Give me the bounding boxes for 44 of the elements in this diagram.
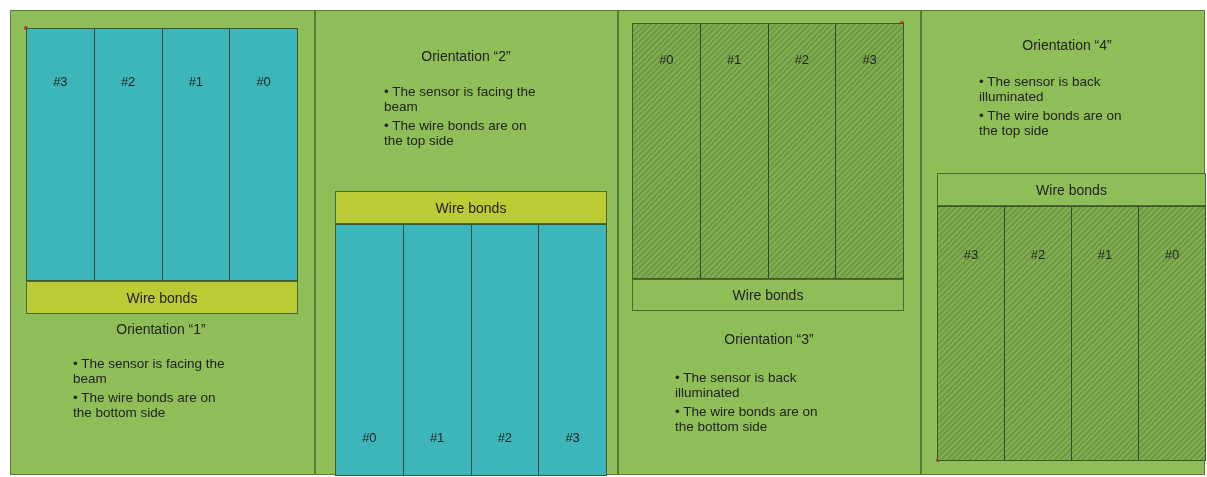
sensor-drawing [937,206,1206,461]
orientation-heading: Orientation “2” [420,48,512,64]
orientation-heading: Orientation “4” [1021,37,1113,53]
bar-label: Wire bonds [732,287,804,303]
strip-label: #1 [429,430,445,445]
wire-bonds-bar [632,279,904,311]
panel [10,10,315,475]
bullet-text: • The sensor is facing the beam [73,356,226,386]
bar-label: Wire bonds [435,199,507,216]
orientation-heading: Orientation “3” [723,331,815,347]
strip-label: #3 [963,247,979,262]
bar-label: Wire bonds [126,289,198,306]
strip-label: #3 [53,74,68,89]
strip-label: #2 [794,52,810,67]
bullet-text: • The sensor is facing the beam [384,84,537,114]
panel [315,10,618,475]
bullet-text: • The wire bonds are on the bottom side [73,390,217,420]
wire-bonds-bar [937,173,1206,206]
strip-label: #3 [862,52,877,67]
wire-bonds-bar [335,191,607,224]
wire-bonds-bar [26,281,298,314]
sensor-drawing [26,28,298,281]
bar-label: Wire bonds [1036,181,1107,198]
strip-label: #0 [362,430,377,445]
bullet-text: • The wire bonds are on the bottom side [675,404,819,434]
sensor-drawing [632,23,904,279]
panel [618,10,921,475]
sensor-drawing [335,224,607,476]
strip-label: #3 [565,430,580,445]
strip-label: #2 [120,74,136,89]
orientation-heading: Orientation “1” [115,321,207,337]
strip-label: #2 [497,430,513,445]
bullet-text: • The sensor is back illuminated [979,74,1102,104]
strip-label: #0 [1164,247,1180,262]
strip-label: #1 [1097,247,1113,262]
panel [921,10,1205,475]
bullet-text: • The wire bonds are on the top side [384,118,528,148]
bullet-text: • The wire bonds are on the top side [979,108,1123,138]
strip-label: #0 [256,74,271,89]
bullet-text: • The sensor is back illuminated [675,370,798,400]
strip-label: #1 [188,74,204,89]
strip-label: #0 [659,52,674,67]
strip-label: #1 [726,52,742,67]
strip-label: #2 [1030,247,1046,262]
